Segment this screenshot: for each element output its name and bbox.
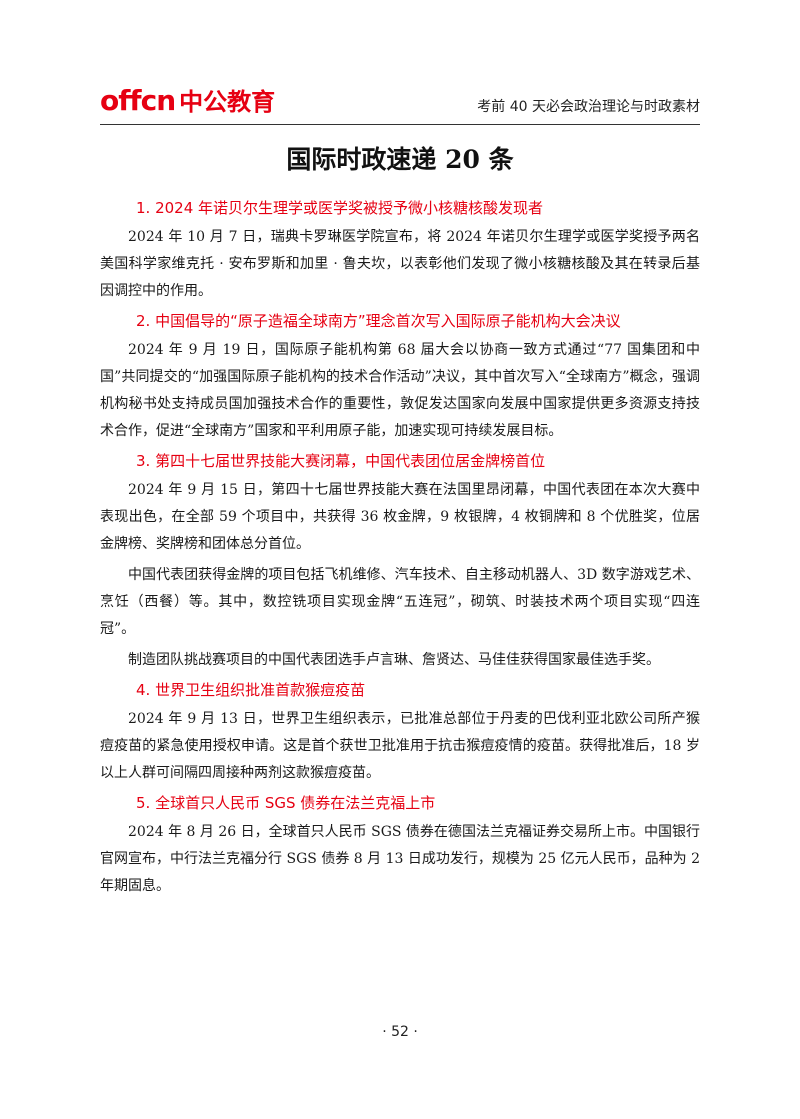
section-heading: 2. 中国倡导的“原子造福全球南方”理念首次写入国际原子能机构大会决议 [136,312,621,330]
section-heading: 3. 第四十七届世界技能大赛闭幕，中国代表团位居金牌榜首位 [136,452,546,470]
section-heading: 1. 2024 年诺贝尔生理学或医学奖被授予微小核糖核酸发现者 [136,199,544,217]
section-paragraph: 2024 年 8 月 26 日，全球首只人民币 SGS 债券在德国法兰克福证券交… [100,824,700,894]
logo-latin-text: offcn [100,84,176,117]
section-paragraph: 2024 年 9 月 13 日，世界卫生组织表示，已批准总部位于丹麦的巴伐利亚北… [100,711,700,781]
page-header: offcn 中公教育 考前 40 天必会政治理论与时政素材 [100,82,700,122]
book-title: 考前 40 天必会政治理论与时政素材 [477,99,700,115]
section-heading: 4. 世界卫生组织批准首款猴痘疫苗 [136,681,366,699]
section-paragraph: 2024 年 9 月 15 日，第四十七届世界技能大赛在法国里昂闭幕，中国代表团… [100,482,700,552]
section-paragraph: 2024 年 10 月 7 日，瑞典卡罗琳医学院宣布，将 2024 年诺贝尔生理… [100,229,700,299]
article-body: 1. 2024 年诺贝尔生理学或医学奖被授予微小核糖核酸发现者 2024 年 1… [100,196,700,904]
logo-chinese-text: 中公教育 [179,88,276,116]
page-title: 国际时政速递 20 条 [286,145,514,174]
header-divider [100,124,700,125]
section-paragraph: 制造团队挑战赛项目的中国代表团选手卢言琳、詹贤达、马佳佳获得国家最佳选手奖。 [128,652,660,668]
section-heading: 5. 全球首只人民币 SGS 债券在法兰克福上市 [136,794,436,812]
page-number: · 52 · [382,1024,418,1040]
section-paragraph: 中国代表团获得金牌的项目包括飞机维修、汽车技术、自主移动机器人、3D 数字游戏艺… [100,567,700,637]
offcn-logo: offcn 中公教育 [100,86,275,117]
section-paragraph: 2024 年 9 月 19 日，国际原子能机构第 68 届大会以协商一致方式通过… [100,342,700,439]
